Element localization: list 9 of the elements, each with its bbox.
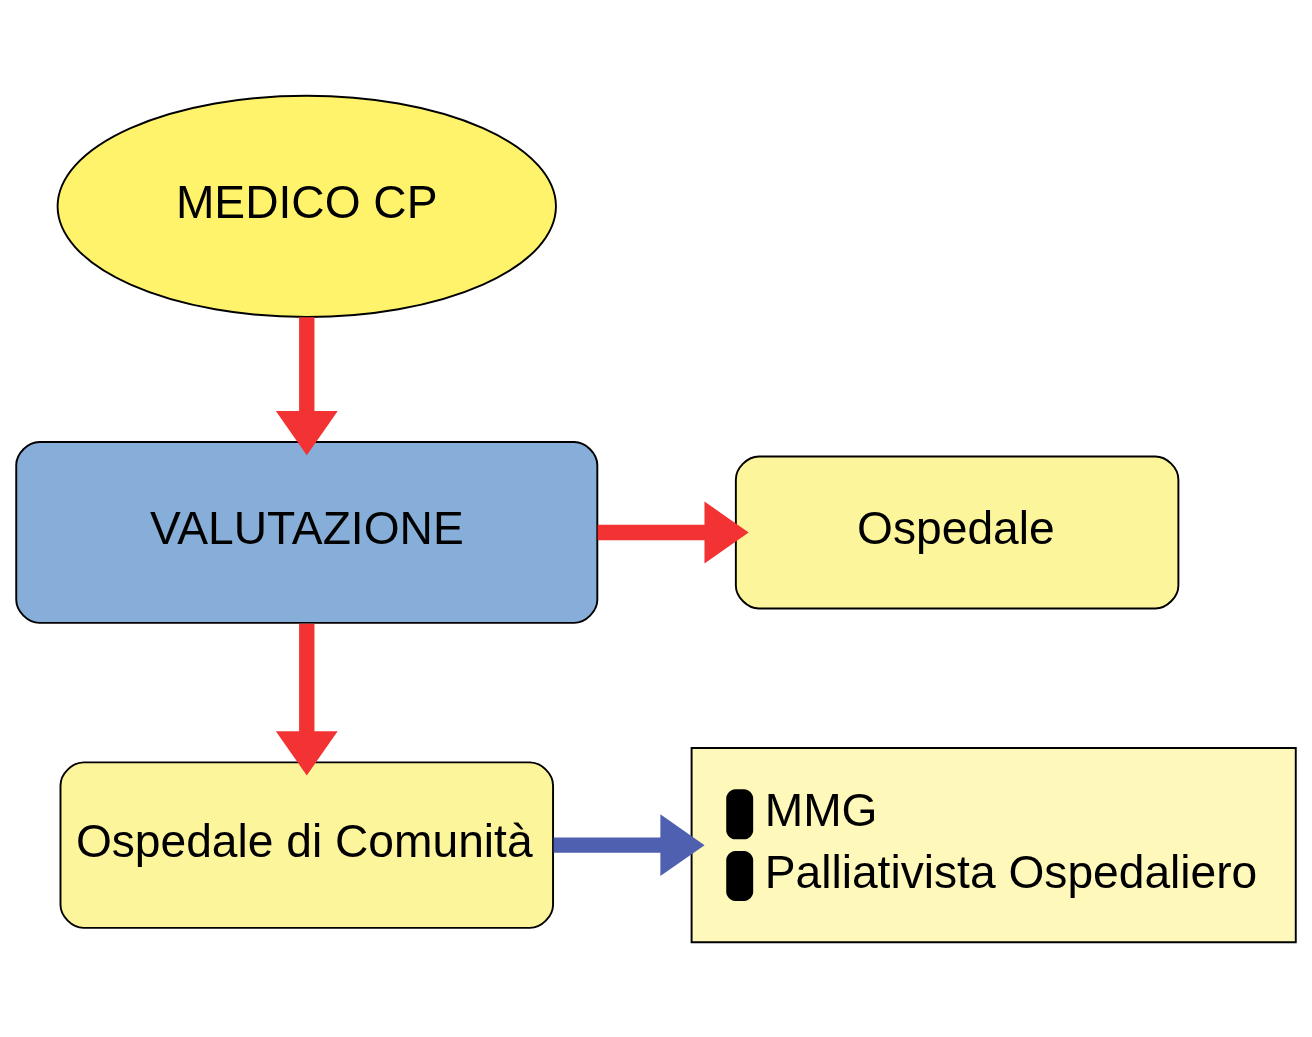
node-box: MMG Palliativista Ospedaliero	[690, 746, 1297, 943]
arrow	[553, 813, 705, 876]
arrow	[275, 316, 338, 455]
node-box: VALUTAZIONE	[15, 440, 599, 624]
arrow	[597, 501, 749, 563]
arrow	[275, 623, 338, 775]
node-ellipse: MEDICO CP	[56, 94, 557, 318]
node-box: Ospedale	[734, 455, 1180, 609]
node-box: Ospedale di Comunità	[59, 760, 554, 929]
